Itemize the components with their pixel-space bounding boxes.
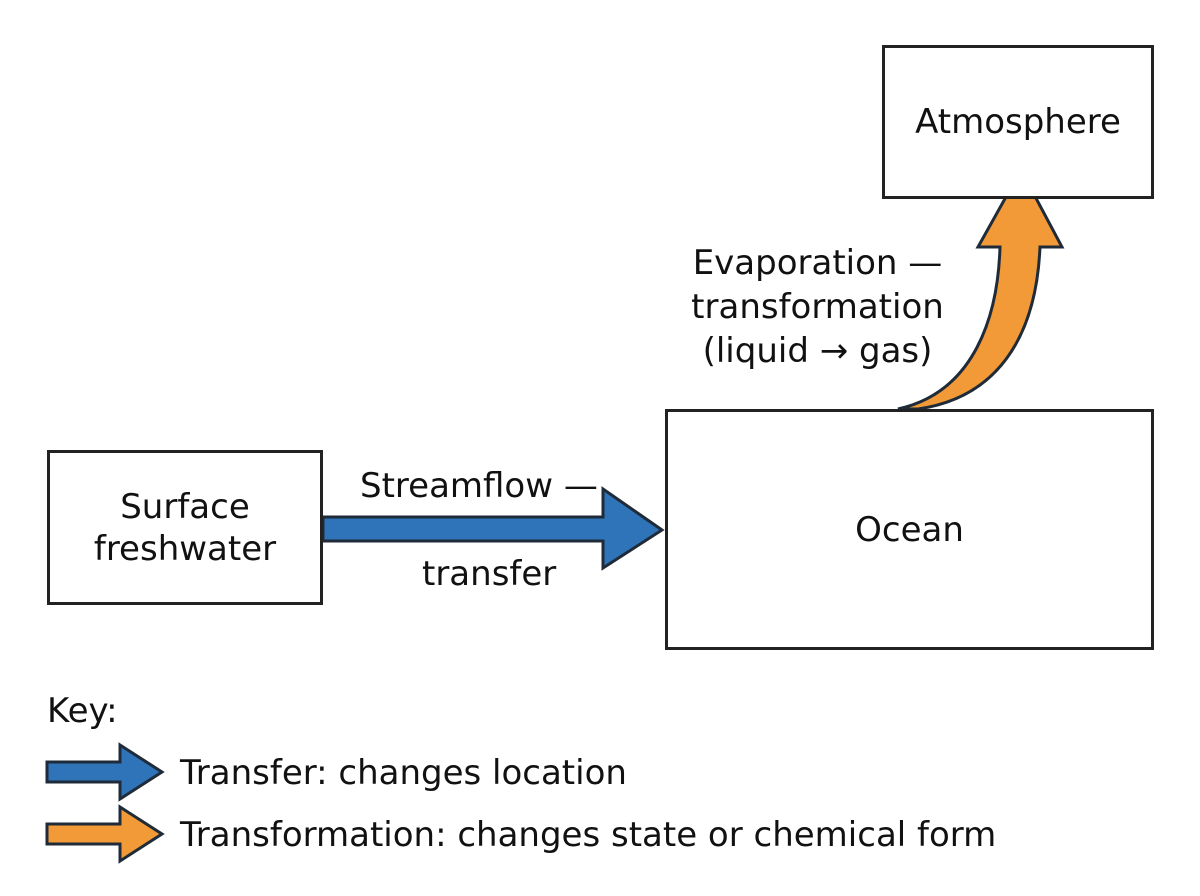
- key-transfer-label: Transfer: changes location: [180, 753, 627, 793]
- atmosphere-box: Atmosphere: [882, 45, 1154, 199]
- streamflow-label-line1: Streamflow —: [360, 466, 598, 506]
- atmosphere-label: Atmosphere: [915, 102, 1121, 142]
- surface-label-line2: freshwater: [93, 528, 277, 569]
- evaporation-label-line2: transformation: [691, 287, 944, 327]
- streamflow-label-line2: transfer: [422, 554, 557, 594]
- ocean-label: Ocean: [855, 509, 964, 550]
- ocean-box: Ocean: [665, 409, 1154, 650]
- key-transfer-arrow: [45, 742, 165, 802]
- key-transformation-label: Transformation: changes state or chemica…: [180, 815, 997, 855]
- evaporation-label-line1: Evaporation —: [692, 243, 943, 283]
- key-transformation-arrow: [45, 804, 165, 864]
- surface-label-line1: Surface: [120, 486, 250, 527]
- surface-freshwater-label: Surface freshwater: [94, 486, 276, 570]
- streamflow-arrow: [321, 486, 665, 571]
- key-title: Key:: [47, 691, 118, 731]
- evaporation-label-line3: (liquid → gas): [702, 331, 933, 371]
- evaporation-label: Evaporation — transformation (liquid → g…: [680, 242, 955, 374]
- surface-freshwater-box: Surface freshwater: [47, 450, 323, 605]
- evaporation-arrow: [897, 166, 1065, 411]
